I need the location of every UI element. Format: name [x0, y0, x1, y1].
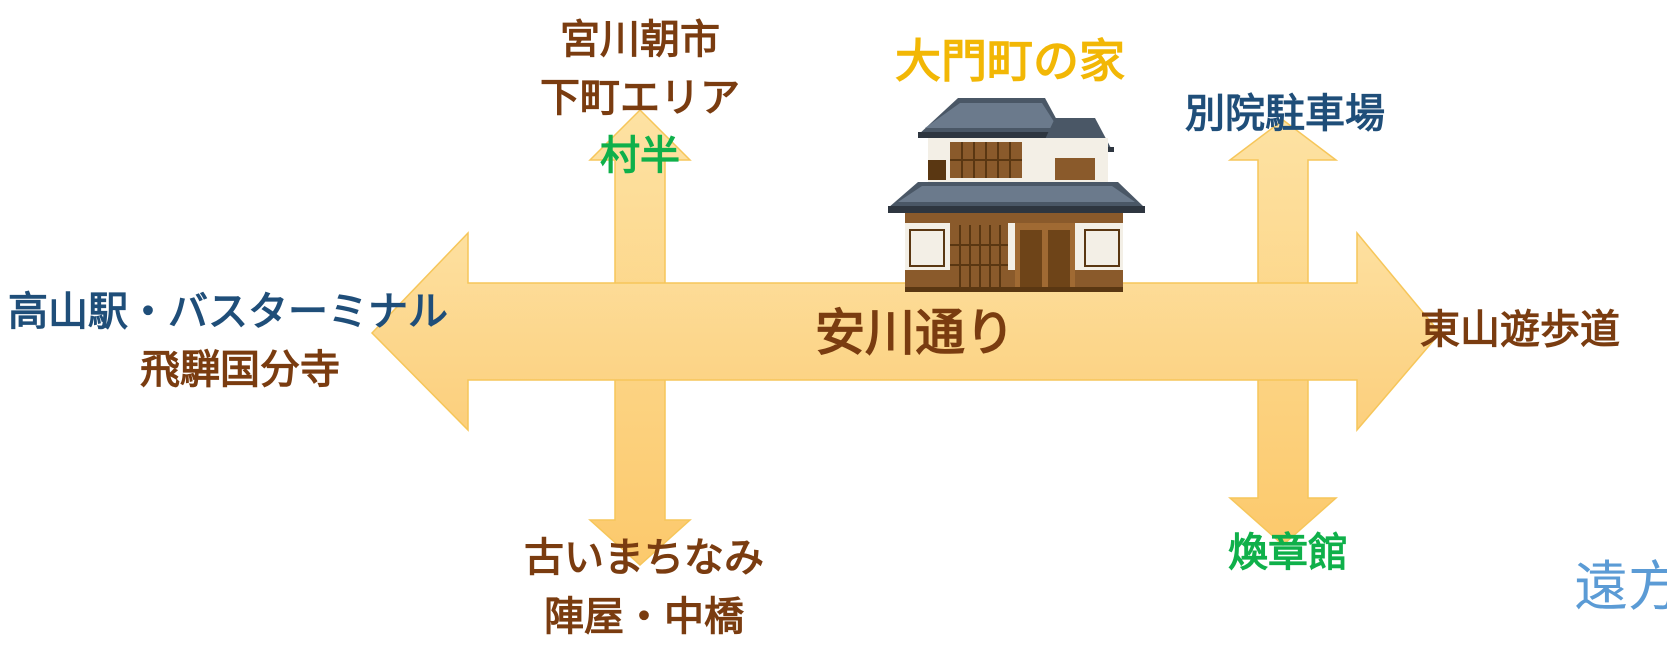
corner-text: 遠方	[1574, 555, 1667, 618]
east-destination: 東山遊歩道	[1420, 307, 1620, 353]
west-destination-1: 高山駅・バスターミナル	[8, 289, 448, 335]
north-right-destination: 別院駐車場	[1185, 91, 1385, 137]
street-name: 安川通り	[815, 304, 1015, 362]
north-left-destination-3: 村半	[600, 133, 680, 179]
west-destination-2: 飛騨国分寺	[140, 347, 340, 393]
south-right-destination: 煥章館	[1228, 530, 1348, 576]
east-west-arrow	[370, 230, 1441, 433]
house-title: 大門町の家	[895, 34, 1125, 88]
japanese-house-icon	[888, 98, 1145, 292]
north-left-destination-2: 下町エリア	[540, 75, 740, 121]
south-left-destination-2: 陣屋・中橋	[544, 594, 744, 640]
south-left-destination-1: 古いまちなみ	[524, 535, 764, 581]
north-left-destination-1: 宮川朝市	[560, 17, 720, 63]
